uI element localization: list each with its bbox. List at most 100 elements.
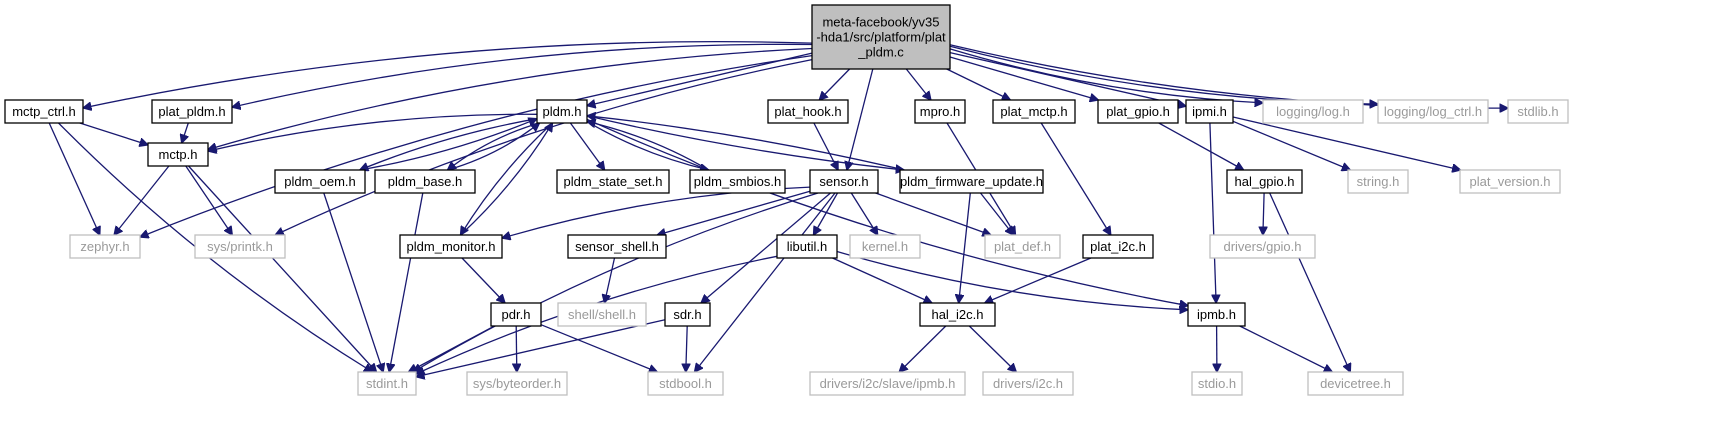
node-sensor-shell[interactable]: sensor_shell.h <box>567 234 667 259</box>
edge-root-to-mpro <box>905 68 931 100</box>
edge-mctp-to-stdint <box>188 165 377 372</box>
node-pldm-smbios[interactable]: pldm_smbios.h <box>689 169 786 194</box>
node-label: plat_hook.h <box>774 104 841 119</box>
edge-root-to-zephyr <box>140 54 813 238</box>
edge-pdr-to-stdbool <box>540 324 657 372</box>
node-stdlib: stdlib.h <box>1507 99 1569 124</box>
edge-ipmi-to-string <box>1232 120 1350 170</box>
edge-plat_i2c-to-hal_i2c <box>985 257 1092 303</box>
node-sys-byteorder: sys/byteorder.h <box>466 371 568 396</box>
node-box <box>1082 234 1154 259</box>
node-plat-mctp[interactable]: plat_mctp.h <box>992 99 1076 124</box>
edge-mctp-to-sys_printk <box>185 165 233 235</box>
node-box <box>374 169 476 194</box>
node-pldm[interactable]: pldm.h <box>536 99 588 124</box>
node-pldm-oem[interactable]: pldm_oem.h <box>274 169 366 194</box>
edge-hal_i2c-to-drivers_i2c <box>968 325 1016 372</box>
edge-pldm_monitor-to-pdr <box>461 257 505 303</box>
node-plat-pldm[interactable]: plat_pldm.h <box>151 99 233 124</box>
node-root[interactable]: meta-facebook/yv35-hda1/src/platform/pla… <box>811 4 951 70</box>
node-label: pdr.h <box>502 307 531 322</box>
node-mpro[interactable]: mpro.h <box>914 99 966 124</box>
edge-pldm_smbios-to-pldm <box>587 122 710 171</box>
node-label: mctp_ctrl.h <box>12 104 76 119</box>
edge-pldm-to-pldm_firmware_update <box>586 115 904 170</box>
edge-pdr-to-sys_byteorder <box>516 325 517 372</box>
edge-sensor-to-kernel <box>850 192 877 235</box>
node-label: pldm_monitor.h <box>407 239 496 254</box>
node-ipmb[interactable]: ipmb.h <box>1187 302 1246 327</box>
node-drivers-i2c: drivers/i2c.h <box>982 371 1074 396</box>
node-sdr[interactable]: sdr.h <box>664 302 711 327</box>
edge-pdr-to-stdint <box>409 325 495 372</box>
edge-pldm-to-pldm_monitor <box>461 122 553 235</box>
node-box <box>1377 99 1489 124</box>
node-mctp[interactable]: mctp.h <box>147 142 209 167</box>
node-plat-i2c[interactable]: plat_i2c.h <box>1082 234 1154 259</box>
node-label: pldm_smbios.h <box>694 174 781 189</box>
node-sensor[interactable]: sensor.h <box>809 169 879 194</box>
node-box <box>466 371 568 396</box>
edge-pldm_base-to-stdint <box>389 192 424 372</box>
node-label: plat_version.h <box>1470 174 1551 189</box>
node-hal-i2c[interactable]: hal_i2c.h <box>919 302 996 327</box>
node-pdr[interactable]: pdr.h <box>490 302 542 327</box>
node-box <box>1191 371 1243 396</box>
node-label: meta-facebook/yv35 <box>822 15 939 30</box>
node-label: pldm_state_set.h <box>563 174 662 189</box>
node-label: hal_gpio.h <box>1235 174 1295 189</box>
node-drivers-i2c-slave-ipmb: drivers/i2c/slave/ipmb.h <box>809 371 966 396</box>
node-box <box>809 371 966 396</box>
node-label: mpro.h <box>920 104 960 119</box>
edge-pldm_firmware_update-to-hal_i2c <box>959 192 971 303</box>
node-label: plat_i2c.h <box>1090 239 1146 254</box>
node-box <box>809 169 879 194</box>
node-label: _pldm.c <box>857 45 904 60</box>
node-plat-hook[interactable]: plat_hook.h <box>767 99 849 124</box>
node-label: pldm.h <box>542 104 581 119</box>
node-label: drivers/i2c/slave/ipmb.h <box>820 376 956 391</box>
edge-ipmi-to-ipmb <box>1209 122 1216 303</box>
node-label: sys/byteorder.h <box>473 376 561 391</box>
node-libutil[interactable]: libutil.h <box>776 234 838 259</box>
edge-pldm_monitor-to-pldm <box>460 123 553 236</box>
node-devicetree: devicetree.h <box>1307 371 1404 396</box>
edge-sensor_shell-to-shell_shell <box>605 257 616 303</box>
node-label: zephyr.h <box>80 239 129 254</box>
edge-hal_i2c-to-drivers_i2c_slave_ipmb <box>899 325 947 372</box>
node-mctp-ctrl[interactable]: mctp_ctrl.h <box>4 99 84 124</box>
node-hal-gpio[interactable]: hal_gpio.h <box>1226 169 1303 194</box>
node-plat-gpio[interactable]: plat_gpio.h <box>1097 99 1179 124</box>
edge-sdr-to-stdbool <box>686 325 687 372</box>
node-pldm-monitor[interactable]: pldm_monitor.h <box>399 234 503 259</box>
node-box <box>811 4 951 70</box>
node-box <box>556 169 670 194</box>
node-box <box>849 234 921 259</box>
node-box <box>147 142 209 167</box>
node-label: sys/printk.h <box>207 239 273 254</box>
node-label: stdio.h <box>1198 376 1236 391</box>
node-label: logging/log_ctrl.h <box>1384 104 1482 119</box>
node-label: libutil.h <box>787 239 827 254</box>
node-box <box>1347 169 1409 194</box>
edge-pldm-to-ipmb <box>586 118 1188 305</box>
node-box <box>4 99 84 124</box>
node-label: sdr.h <box>673 307 701 322</box>
edge-pldm-to-mctp <box>208 113 538 151</box>
node-box <box>490 302 542 327</box>
edge-sensor-to-sdr <box>701 192 831 303</box>
edge-root-to-mctp <box>208 47 813 150</box>
edge-sdr-to-stdint <box>416 319 666 377</box>
node-pldm-state-set[interactable]: pldm_state_set.h <box>556 169 670 194</box>
node-box <box>69 234 141 259</box>
edge-pldm-to-pldm_oem <box>360 118 538 170</box>
node-box <box>274 169 366 194</box>
node-pldm-base[interactable]: pldm_base.h <box>374 169 476 194</box>
node-logging-log-ctrl: logging/log_ctrl.h <box>1377 99 1489 124</box>
node-label: ipmb.h <box>1197 307 1236 322</box>
node-box <box>1459 169 1561 194</box>
node-pldm-firmware-update[interactable]: pldm_firmware_update.h <box>899 169 1044 194</box>
node-box <box>767 99 849 124</box>
node-ipmi[interactable]: ipmi.h <box>1185 99 1234 124</box>
